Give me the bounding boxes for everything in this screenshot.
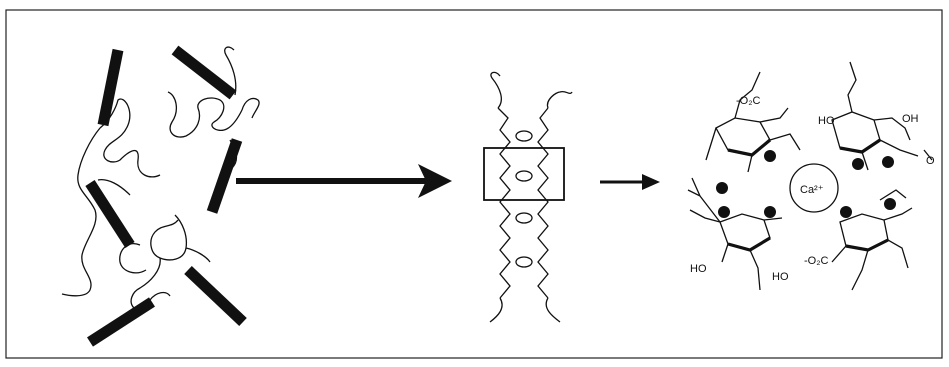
sugar-bond (689, 209, 783, 291)
structure-labels: -O₂C HO OH O Ca²⁺ -O₂C HO HO (690, 95, 935, 283)
cavity-ion (515, 256, 533, 268)
oxygen-dot (716, 182, 728, 194)
egg-box-chain-stack (483, 71, 573, 323)
oxygen-dot (718, 206, 730, 218)
label-ho-bottom-left: HO (690, 263, 707, 275)
sugar-bond (847, 61, 919, 171)
sugar-ring-top-left (715, 117, 771, 156)
cavity-ion (515, 130, 533, 142)
junction-rod (206, 138, 243, 214)
chain-tail (545, 297, 561, 323)
sugar-bond (831, 207, 913, 291)
process-arrow-large (236, 164, 452, 198)
sugar-bond (687, 127, 933, 223)
chain-tail (490, 71, 502, 109)
label-calcium: Ca²⁺ (800, 184, 824, 196)
chain-right (537, 107, 549, 299)
junction-rod (97, 48, 124, 127)
bold-bond (727, 236, 771, 252)
oxygen-dot (852, 158, 864, 170)
label-o-right: O (926, 155, 935, 167)
bold-bond (727, 138, 772, 157)
oxygen-dot (840, 206, 852, 218)
oxygen-dot (882, 156, 894, 168)
chain-tail (489, 297, 503, 323)
coordinating-oxygens (716, 150, 896, 218)
chain-left (497, 107, 511, 299)
chain-tail (546, 90, 573, 109)
oxygen-dot (764, 150, 776, 162)
process-arrow-small (600, 174, 660, 190)
junction-rod (87, 297, 155, 347)
calcium-cavity-structure (687, 61, 933, 291)
cavity-ion (515, 212, 533, 224)
oxygen-dot (884, 198, 896, 210)
bold-bond (845, 238, 889, 252)
bold-bond (839, 138, 881, 154)
junction-rod (171, 45, 237, 100)
label-carboxylate-top: -O₂C (736, 95, 760, 107)
oxygen-dot (764, 206, 776, 218)
label-oh-top: OH (902, 113, 919, 125)
cavity-ion (515, 170, 533, 182)
calcium-ion-circle (789, 163, 839, 213)
polymer-chain-coil (61, 45, 260, 347)
label-carboxylate-bottom: -O₂C (804, 255, 828, 267)
junction-rod (85, 180, 135, 248)
outer-border (5, 9, 943, 359)
highlight-box (483, 147, 565, 201)
sugar-bond (734, 71, 789, 173)
label-ho-top: HO (818, 115, 835, 127)
label-ho-bottom-mid: HO (772, 271, 789, 283)
junction-rod (184, 266, 247, 326)
